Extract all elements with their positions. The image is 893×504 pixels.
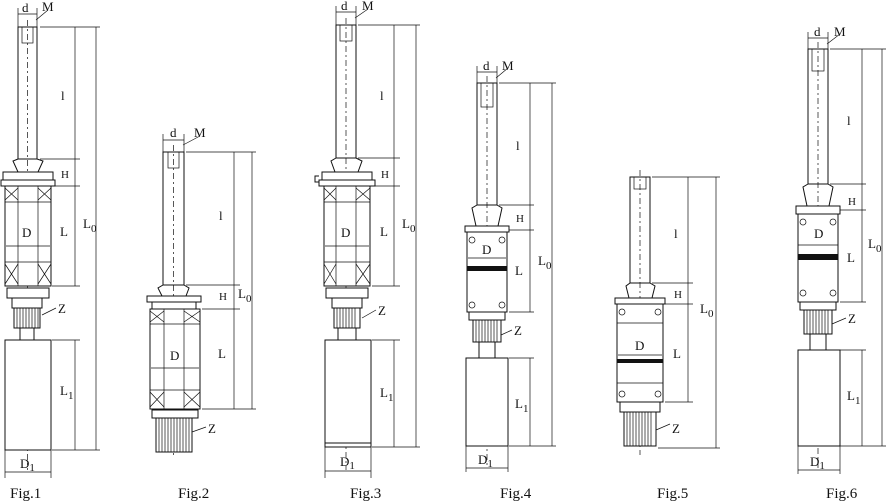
fig5-L-label: L — [673, 346, 681, 361]
fig4-Z-label: Z — [514, 323, 522, 338]
fig2-d-label: d — [170, 125, 177, 140]
fig1-H-label: H — [61, 169, 69, 181]
fig2-M-label: M — [194, 125, 206, 140]
fig3-D-label: D — [341, 225, 350, 240]
fig5-L0-label: L0 — [700, 301, 714, 320]
fig1-caption: Fig.1 — [10, 486, 41, 502]
fig6-Z-label: Z — [848, 311, 856, 326]
fig3-l-label: l — [380, 88, 384, 103]
fig6-d-label: d — [814, 24, 821, 39]
fig4-d-label: d — [483, 58, 490, 73]
fig3-D1-label: D1 — [340, 454, 355, 472]
fig5-H-label: H — [674, 289, 682, 301]
fig1-d-label: d — [22, 0, 29, 15]
fig3-caption: Fig.3 — [350, 486, 381, 502]
fig4-D-label: D — [482, 242, 491, 257]
fig3-L1-label: L1 — [380, 385, 393, 404]
fig1-Z-label: Z — [58, 301, 66, 316]
fig1-D-label: D — [22, 225, 31, 240]
fig1-L-label: L — [60, 224, 68, 239]
fig6-H-label: H — [848, 196, 856, 208]
fig5-l-label: l — [674, 226, 678, 241]
fig2-caption: Fig.2 — [178, 486, 209, 502]
fig2-l-label: l — [219, 208, 223, 223]
fig2-L-label: L — [218, 346, 226, 361]
fig2-H-label: H — [219, 291, 227, 303]
figure-2: D d M l H L L0 Z Fig.2 — [146, 125, 256, 502]
fig1-D1-label: D1 — [20, 456, 35, 474]
fig3-d-label: d — [341, 0, 348, 13]
fig1-M-label: M — [42, 0, 54, 14]
fig6-L1-label: L1 — [847, 388, 860, 407]
fig4-L0-label: L0 — [538, 253, 552, 272]
fig1-L1-label: L1 — [60, 383, 73, 402]
figure-1: D d M l H L L0 Z L1 — [0, 0, 100, 502]
fig3-Z-label: Z — [378, 303, 386, 318]
fig4-L-label: L — [515, 263, 523, 278]
fig5-caption: Fig.5 — [657, 486, 688, 502]
fig1-L0-label: L0 — [83, 216, 97, 235]
figure-6: D d M l H L L0 Z L1 D1 Fig.6 — [795, 24, 886, 502]
fig6-D-label: D — [814, 226, 823, 241]
fig4-caption: Fig.4 — [500, 486, 532, 502]
fig3-L0-label: L0 — [402, 216, 416, 235]
fig3-M-label: M — [362, 0, 374, 13]
fig2-Z-label: Z — [208, 421, 216, 436]
fig4-D1-label: D1 — [478, 452, 493, 470]
fig3-L-label: L — [380, 224, 388, 239]
fig5-D-label: D — [635, 338, 644, 353]
fig4-L1-label: L1 — [515, 396, 528, 415]
fig4-l-label: l — [516, 138, 520, 153]
fig6-l-label: l — [847, 113, 851, 128]
figure-5: D l H L L0 Z Fig.5 — [614, 170, 720, 502]
fig5-Z-label: Z — [672, 421, 680, 436]
figure-3: D d M l H L L0 Z L1 D1 Fig.3 — [314, 0, 420, 502]
fig2-D-label: D — [170, 348, 179, 363]
fig6-L0-label: L0 — [868, 236, 882, 255]
fig6-L-label: L — [847, 250, 855, 265]
fig1-l-label: l — [61, 88, 65, 103]
figure-4: D d M l H L L0 Z L1 D1 Fig.4 — [464, 58, 556, 502]
fig6-caption: Fig.6 — [826, 486, 858, 502]
fig3-H-label: H — [381, 169, 389, 181]
fig4-M-label: M — [502, 58, 514, 73]
fig6-D1-label: D1 — [810, 454, 825, 472]
fig6-M-label: M — [834, 24, 846, 39]
fig4-H-label: H — [516, 213, 524, 225]
fig2-L0-label: L0 — [238, 286, 252, 305]
